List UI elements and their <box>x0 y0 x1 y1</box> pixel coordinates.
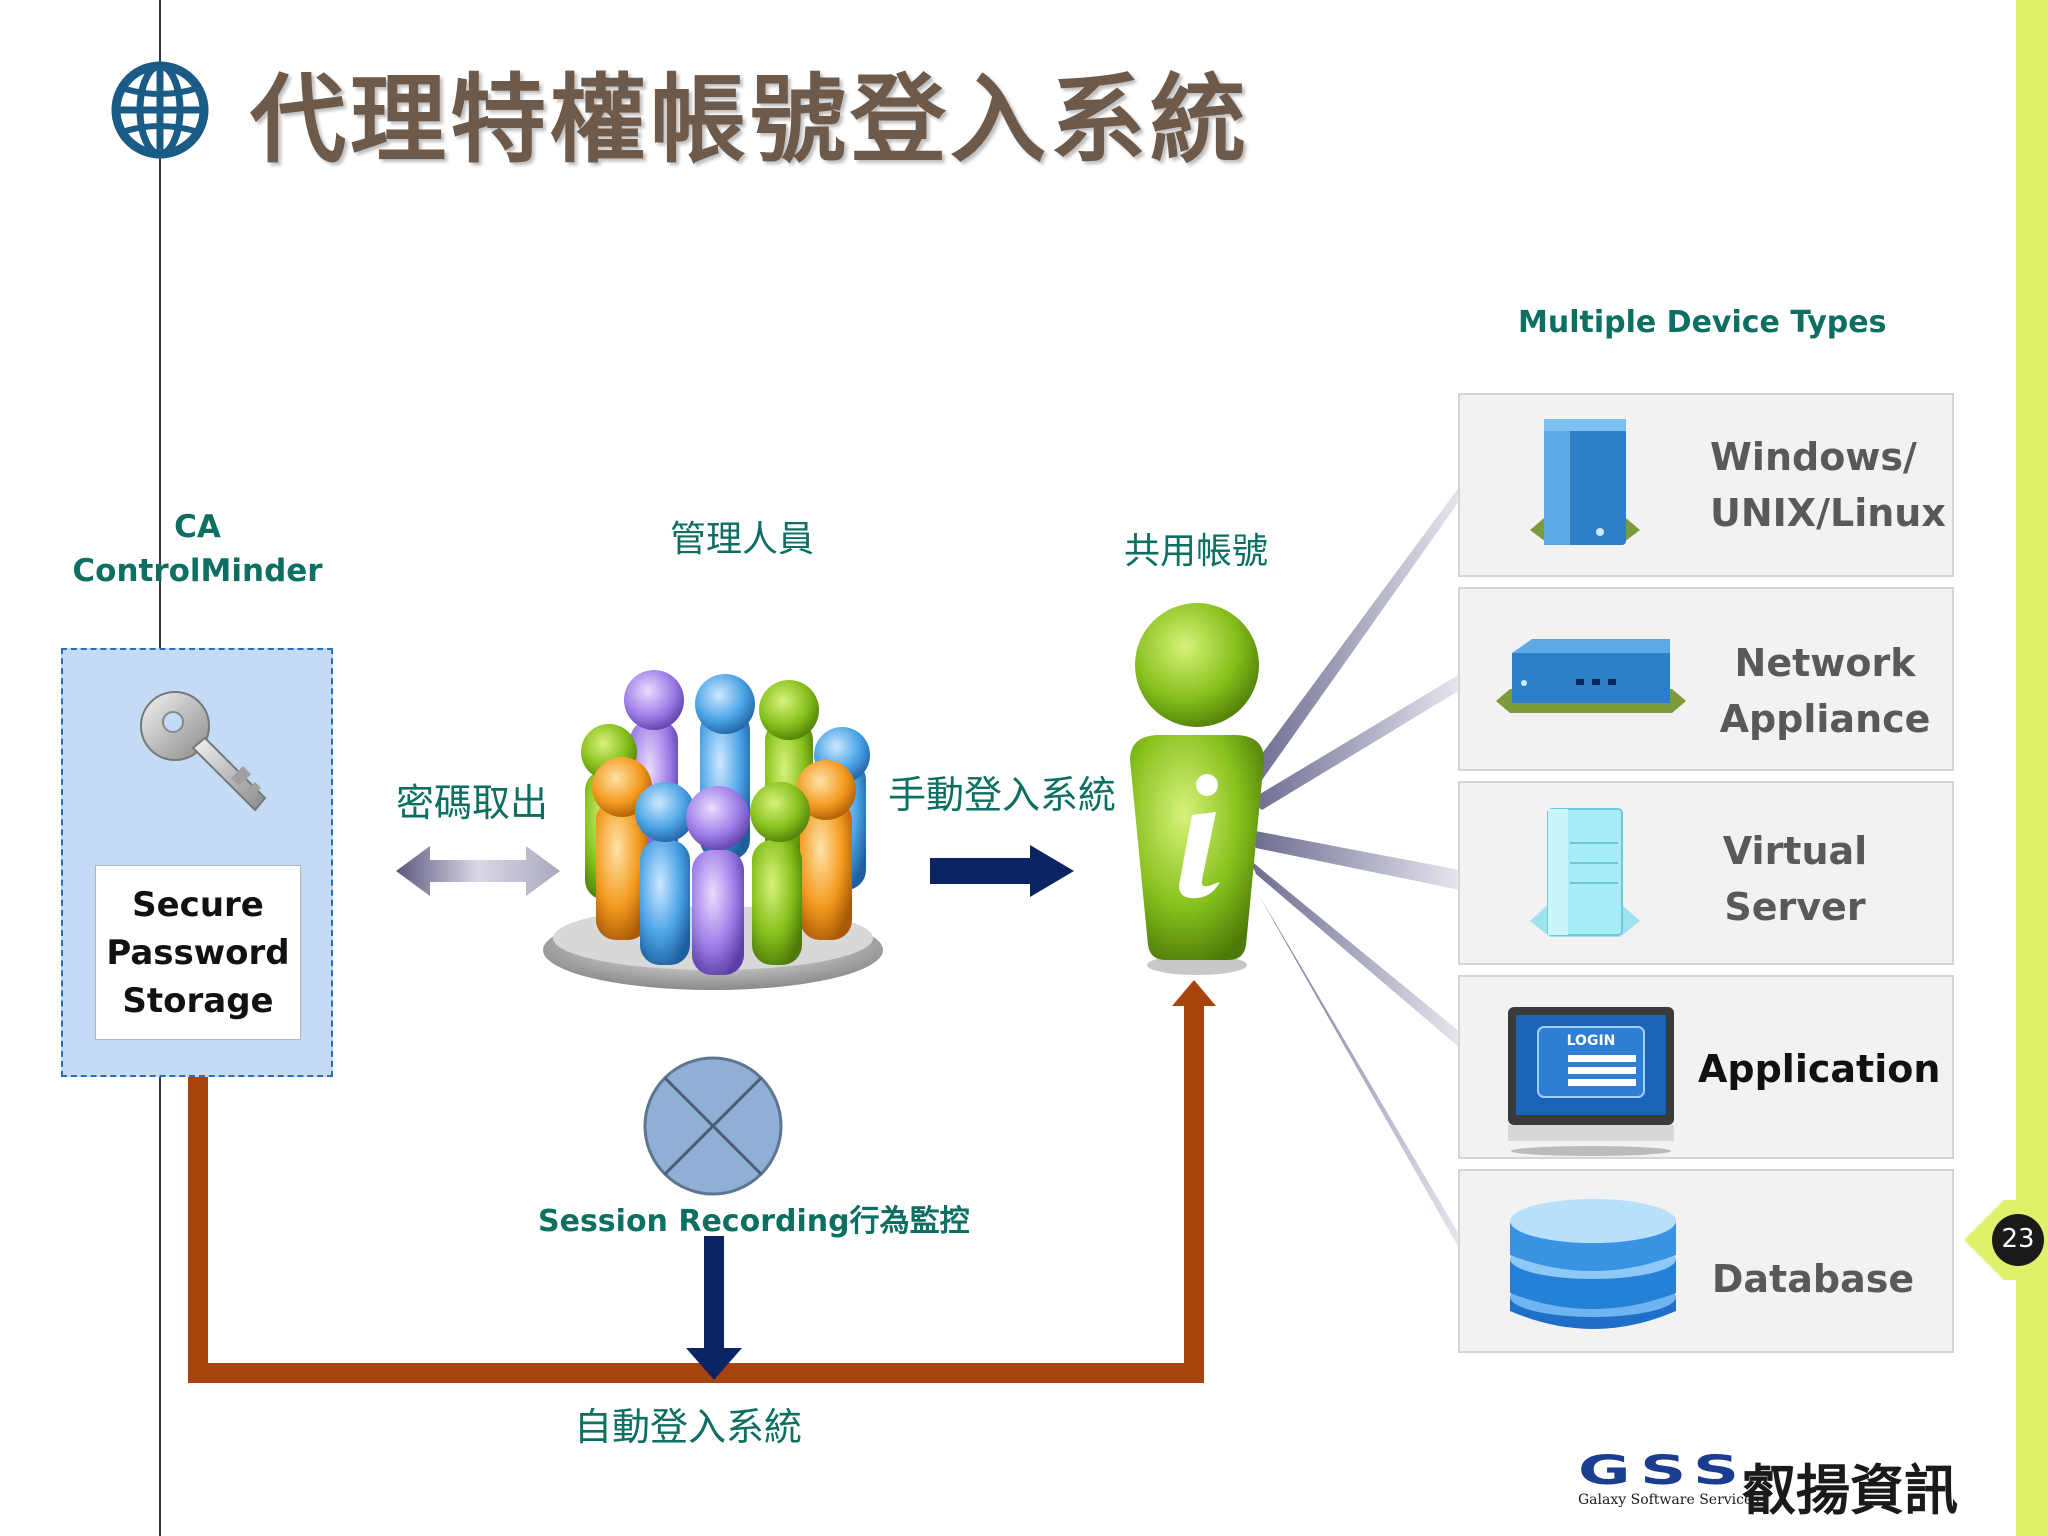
virtual-server-icon <box>1530 808 1640 937</box>
device-label: Database <box>1711 1257 1915 1301</box>
device-label: Network Appliance <box>1719 641 1931 741</box>
device-fan-connectors <box>1250 486 1460 1250</box>
auto-login-label: 自動登入系統 <box>574 1405 803 1449</box>
shared-account-label: 共用帳號 <box>1124 531 1269 572</box>
device-label: Virtual Server <box>1722 829 1868 929</box>
manual-login-arrow <box>930 845 1074 897</box>
shared-account-info-icon <box>1130 603 1264 975</box>
session-recording-arrow <box>686 1236 742 1380</box>
logo-company-en: Galaxy Software Services <box>1578 1492 1760 1508</box>
device-database: Database <box>1458 1169 1954 1353</box>
heading-line-controlminder: ControlMinder <box>72 553 323 589</box>
logo-mark: GSS <box>1578 1448 1749 1494</box>
page-number: 23 <box>2001 1224 2035 1254</box>
admin-group-icon <box>543 670 883 990</box>
login-monitor-icon: LOGIN <box>1508 1007 1674 1156</box>
key-icon <box>140 691 267 812</box>
password-retrieval-arrow <box>396 846 560 896</box>
device-windows-unix-linux: Windows/ UNIX/Linux <box>1458 393 1954 577</box>
auto-login-path <box>188 1002 1204 1383</box>
page-number-badge <box>1964 1200 2044 1280</box>
admins-label: 管理人員 <box>670 519 815 560</box>
page-title: 代理特權帳號登入系統 <box>250 64 1250 176</box>
device-label: Application <box>1698 1047 1941 1091</box>
network-appliance-icon <box>1496 639 1686 713</box>
device-application: LOGIN Application <box>1458 975 1954 1159</box>
device-virtual-server: Virtual Server <box>1458 781 1954 965</box>
server-tower-icon <box>1530 419 1640 545</box>
manual-login-label: 手動登入系統 <box>888 773 1117 817</box>
device-types-heading: Multiple Device Types <box>1518 305 1887 340</box>
controlminder-panel: Secure Password Storage <box>61 648 333 1077</box>
controlminder-heading: CA ControlMinder <box>60 505 335 593</box>
secure-password-storage-box: Secure Password Storage <box>95 865 301 1040</box>
logo-company-zh: 叡揚資訊 <box>1742 1458 1958 1522</box>
session-recording-label: Session Recording行為監控 <box>538 1204 970 1239</box>
auto-login-arrowhead <box>1172 980 1216 1006</box>
gss-logo: GSS 叡揚資訊 Galaxy Software Services <box>1578 1446 2018 1522</box>
device-network-appliance: Network Appliance <box>1458 587 1954 771</box>
heading-line-ca: CA <box>174 509 221 545</box>
session-recording-icon <box>643 1056 783 1196</box>
svg-text:LOGIN: LOGIN <box>1567 1033 1616 1049</box>
password-retrieval-label: 密碼取出 <box>396 781 549 825</box>
device-label: Windows/ UNIX/Linux <box>1710 435 1946 535</box>
globe-icon <box>111 61 209 159</box>
database-icon <box>1510 1199 1676 1329</box>
